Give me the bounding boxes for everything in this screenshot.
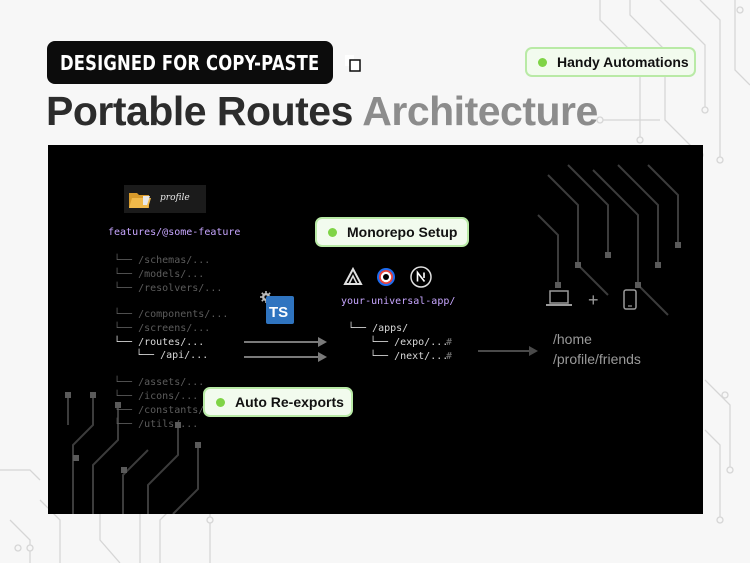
title-secondary: Architecture bbox=[362, 88, 598, 134]
app-path: your-universal-app/ bbox=[341, 296, 456, 307]
profile-folder-label: profile bbox=[160, 193, 190, 203]
react-native-icon bbox=[377, 268, 395, 286]
tree-item-screens: └── /screens/... bbox=[114, 323, 211, 334]
status-dot-icon bbox=[216, 398, 225, 407]
app-tree-next-hash: # bbox=[446, 351, 453, 362]
tree-item-models: └── /models/... bbox=[114, 269, 205, 280]
architecture-diagram-panel: profile features/@some-feature └── /sche… bbox=[48, 145, 703, 514]
route-profile-friends: /profile/friends bbox=[553, 351, 641, 367]
title-primary: Portable Routes bbox=[46, 88, 353, 134]
panel-circuit-lines bbox=[65, 164, 681, 514]
app-tree-apps: └── /apps/ bbox=[348, 323, 409, 334]
app-tree-expo: └── /expo/... bbox=[370, 337, 449, 348]
app-tree-expo-hash: # bbox=[446, 337, 453, 348]
handy-automations-label: Handy Automations bbox=[557, 54, 689, 70]
handy-automations-pill: Handy Automations bbox=[525, 47, 696, 77]
tree-item-constants: └── /constants/... bbox=[114, 405, 223, 416]
laptop-icon bbox=[546, 290, 572, 306]
plus-sign: + bbox=[588, 290, 599, 310]
status-dot-icon bbox=[538, 58, 547, 67]
copy-paste-badge-label: DESIGNED FOR COPY-PASTE bbox=[60, 50, 320, 75]
monorepo-setup-pill: Monorepo Setup bbox=[315, 217, 469, 247]
tree-item-components: └── /components/... bbox=[114, 309, 229, 320]
auto-reexports-pill: Auto Re-exports bbox=[203, 387, 353, 417]
folder-icon bbox=[129, 193, 151, 208]
monorepo-setup-label: Monorepo Setup bbox=[347, 224, 458, 240]
status-dot-icon bbox=[328, 228, 337, 237]
tree-item-icons: └── /icons/... bbox=[114, 391, 199, 402]
typescript-label: TS bbox=[269, 304, 289, 321]
typescript-icon bbox=[266, 296, 294, 324]
feature-path: features/@some-feature bbox=[108, 227, 241, 238]
tree-item-schemas: └── /schemas/... bbox=[114, 255, 211, 266]
next-icon bbox=[410, 266, 432, 288]
app-tree-next: └── /next/... bbox=[370, 351, 449, 362]
expo-icon bbox=[343, 266, 363, 285]
tree-item-resolvers: └── /resolvers/... bbox=[114, 283, 223, 294]
route-home: /home bbox=[553, 331, 592, 347]
copy-icon bbox=[345, 55, 361, 72]
tree-item-assets: └── /assets/... bbox=[114, 377, 205, 388]
auto-reexports-label: Auto Re-exports bbox=[235, 394, 344, 410]
tree-item-utils: └── /utils/... bbox=[114, 419, 199, 430]
page-title: Portable Routes Architecture bbox=[46, 88, 598, 135]
tree-item-routes: └── /routes/... bbox=[114, 337, 205, 348]
tree-item-api: └── /api/... bbox=[136, 350, 209, 361]
phone-icon bbox=[623, 289, 637, 310]
copy-paste-badge: DESIGNED FOR COPY-PASTE bbox=[47, 41, 361, 84]
